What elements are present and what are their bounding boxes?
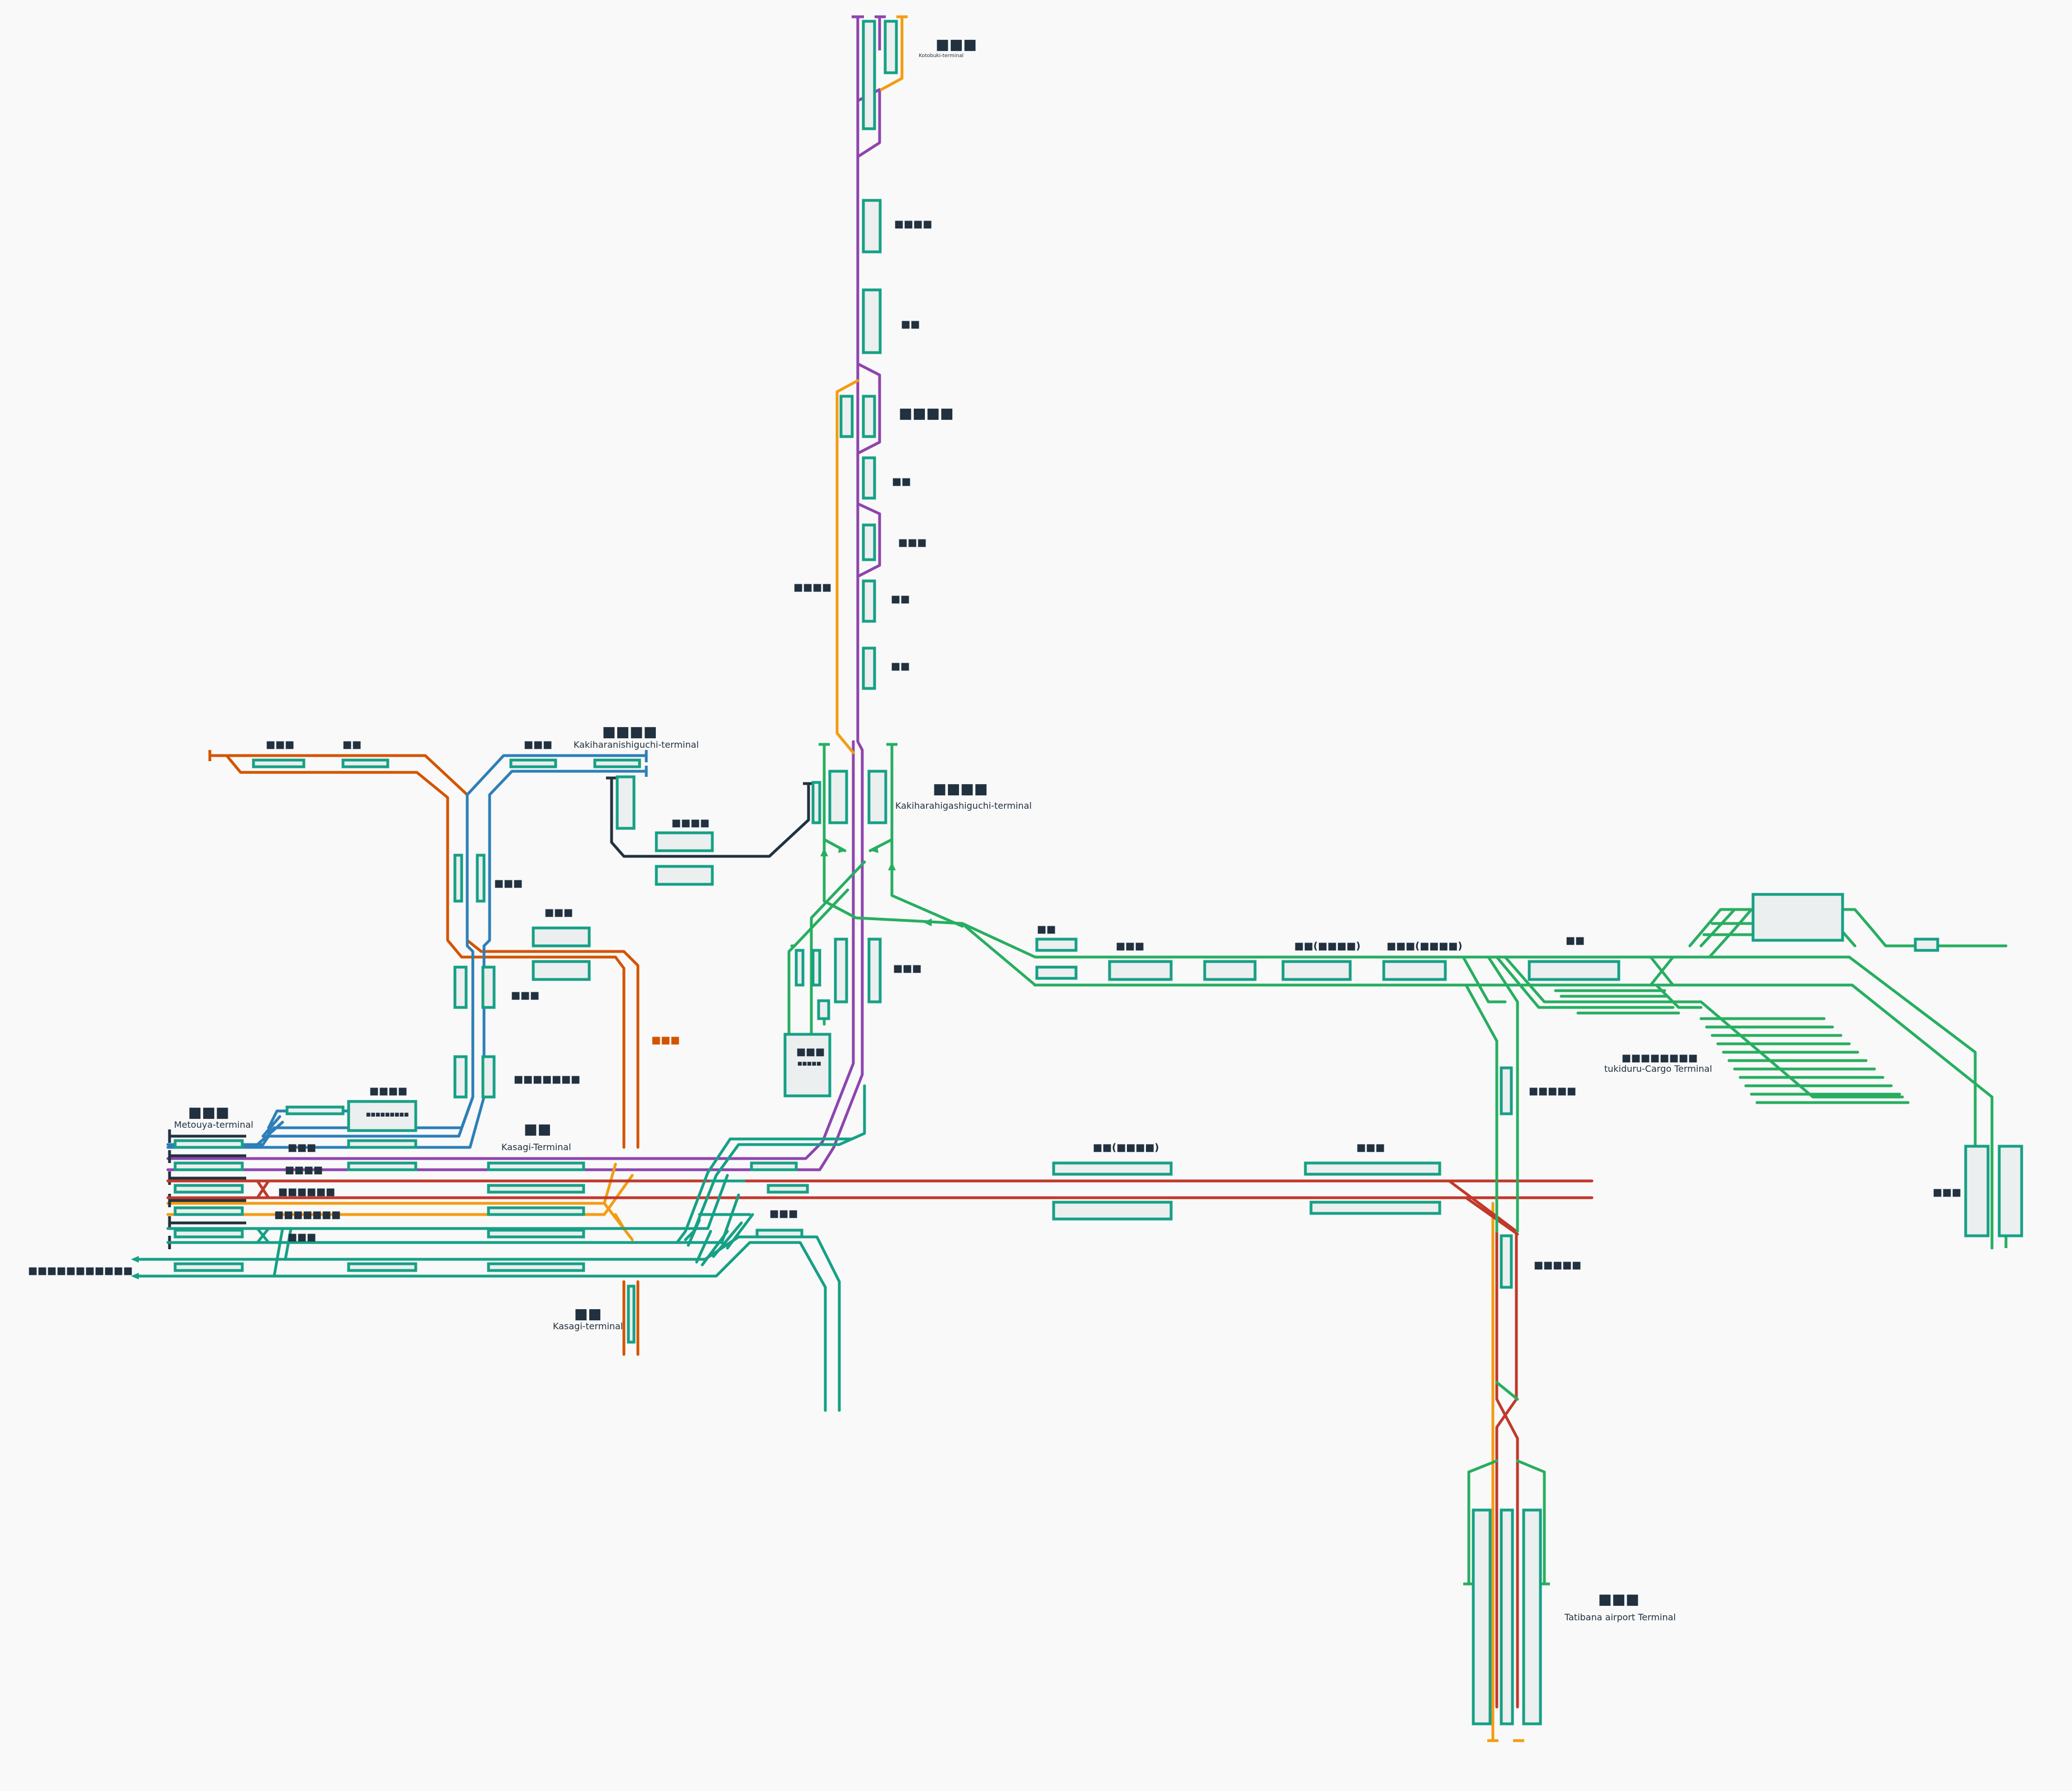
blue-station-4-label: ■■■■■■■ [514, 1073, 580, 1085]
north-terminal-label: ■■■ [936, 36, 977, 53]
dark-orange-line [208, 750, 640, 1356]
depot-box-label: ■■■ [796, 1046, 825, 1058]
red-station-1-label: ■■(■■■■) [1093, 1142, 1159, 1154]
blue-station-2-label: ■■■ [544, 907, 573, 918]
west-station-1-label: ■■■ [266, 739, 294, 751]
nishiguchi-en-label: Kakiharanishiguchi-terminal [574, 739, 699, 750]
east-station-label: ■■■ [1933, 1187, 1961, 1198]
green-line [787, 743, 2008, 1586]
left-platform-5-label: ■■■ [288, 1231, 316, 1243]
cargo-en-label: tukiduru-Cargo Terminal [1604, 1063, 1712, 1074]
metouya-label: ■■■ [188, 1104, 229, 1121]
higashiguchi-label: ■■■■ [933, 781, 988, 798]
green-east-1-label: ■■ [1037, 923, 1056, 935]
station-n8-label: ■■ [891, 660, 910, 672]
metouya-en-label: Metouya-terminal [174, 1119, 253, 1130]
navy-station-label: ■■■■ [671, 817, 710, 829]
green-east-3-label: ■■(■■■■) [1294, 940, 1361, 952]
station-n6-label: ■■■ [898, 537, 927, 548]
blue-station-1-label: ■■■ [494, 878, 523, 889]
orange-line [166, 15, 1524, 1742]
left-platform-3-label: ■■■■■■ [278, 1186, 335, 1198]
left-platform-1-label: ■■■ [288, 1142, 316, 1154]
teal-line [131, 1084, 866, 1412]
station-n4-label: ■■■■ [899, 405, 953, 422]
station-labels: ■■■ Kotobuki-terminal ■■■■ ■■ ■■■■ ■■ ■■… [28, 36, 1961, 1623]
kasagi-orange-label: ■■■ [651, 1034, 680, 1046]
kasagi-en-label: Kasagi-Terminal [501, 1142, 571, 1152]
blue-station-3-label: ■■■ [511, 990, 539, 1001]
navy-spur [606, 776, 814, 858]
metouya-box-inner-label: ■■■■■■■■■ [366, 1112, 409, 1118]
south-station-label: ■■■ [769, 1208, 798, 1220]
kasagi-label: ■■ [524, 1121, 551, 1138]
station-n2-label: ■■■■ [894, 218, 932, 230]
nishiguchi-label: ■■■■ [602, 724, 657, 740]
station-n3-label: ■■ [901, 318, 920, 330]
kasagi-t-en-label: Kasagi-terminal [553, 1321, 623, 1331]
kasagi-side-label: ■■■ [893, 963, 922, 974]
metouya-box-label: ■■■■ [369, 1085, 407, 1097]
red-station-2-label: ■■■ [1356, 1142, 1385, 1154]
west-station-3-label: ■■■ [524, 739, 552, 751]
airport-en-label: Tatibana airport Terminal [1564, 1612, 1676, 1623]
north-terminal-en-label: Kotobuki-terminal [919, 53, 964, 59]
airport-label: ■■■ [1598, 1591, 1639, 1608]
far-left-label: ■■■■■■■■■■■ [28, 1265, 133, 1277]
blue-line [166, 750, 648, 1149]
orange-branch-label: ■■■■ [793, 582, 831, 593]
depot-box-small-label: ■■■■■ [797, 1061, 821, 1067]
higashiguchi-en-label: Kakiharahigashiguchi-terminal [895, 800, 1032, 811]
station-n7-label: ■■ [891, 593, 910, 605]
airport-station-2-label: ■■■■■ [1534, 1259, 1581, 1271]
kasagi-t-label: ■■ [574, 1306, 602, 1323]
green-east-4-label: ■■■(■■■■) [1387, 940, 1463, 952]
cargo-label: ■■■■■■■■ [1622, 1052, 1698, 1064]
green-east-5-label: ■■ [1566, 935, 1585, 946]
airport-station-1-label: ■■■■■ [1529, 1085, 1576, 1097]
station-n5-label: ■■ [892, 476, 911, 487]
platforms [173, 20, 2023, 1726]
left-platform-2-label: ■■■■ [285, 1164, 323, 1176]
left-platform-4-label: ■■■■■■■ [274, 1209, 341, 1221]
metouya-stub-tracks [168, 1129, 246, 1249]
green-east-2-label: ■■■ [1116, 940, 1144, 952]
west-station-2-label: ■■ [342, 739, 361, 751]
